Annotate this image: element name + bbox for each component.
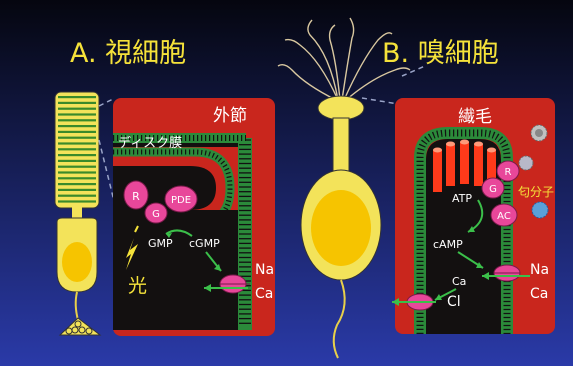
synaptic-vesicle: [65, 327, 73, 335]
transducin-label: G: [152, 209, 160, 220]
light-label: 光: [128, 275, 147, 297]
rod-disc: [58, 200, 96, 203]
pde-label: PDE: [171, 195, 191, 206]
rhodopsin: [123, 180, 149, 210]
microtubule: [474, 144, 483, 186]
rod-disc: [58, 107, 96, 110]
cl-label: Cl: [447, 294, 461, 310]
synaptic-vesicle: [78, 326, 86, 334]
olfactory-nucleus: [311, 190, 371, 266]
rod-disc: [58, 183, 96, 186]
microtubule-bundle: [433, 139, 496, 192]
microtubule: [446, 144, 455, 186]
panel-a-outer-segment: 外節 ディスク膜 R G PDE GMP cGMP 光 Na Ca: [113, 98, 275, 336]
cilium-membrane: [414, 127, 513, 334]
rod-disc: [58, 101, 96, 104]
cilia-label: 繊毛: [458, 107, 492, 127]
odorant-molecule: [530, 124, 548, 142]
rod-disc: [58, 142, 96, 145]
microtubule: [487, 150, 496, 192]
microtubule-end: [446, 141, 455, 147]
rod-disc: [58, 188, 96, 191]
odorant-molecule: [531, 201, 549, 219]
adenylyl-cyclase: [490, 203, 518, 227]
camp-label: cAMP: [433, 238, 463, 251]
title-a: A. 視細胞: [70, 38, 186, 69]
panel-b-cilium: 繊毛 匂分子 R G AC ATP cAMP Na Ca Ca: [392, 98, 555, 334]
rod-connecting-cilium: [72, 206, 82, 222]
rod-disc: [58, 154, 96, 157]
transducin: [144, 202, 168, 224]
gmp-label: GMP: [148, 237, 173, 250]
olfactory-dendrite: [332, 117, 350, 177]
rod-disc: [58, 171, 96, 174]
rod-disc: [58, 125, 96, 128]
microtubule-end: [487, 147, 496, 153]
rod-disc: [58, 165, 96, 168]
rod-disc: [58, 96, 96, 99]
g-olf: [481, 177, 505, 199]
microtubule: [460, 142, 469, 184]
disk-membrane-label: ディスク膜: [118, 135, 182, 151]
microtubule: [433, 150, 442, 192]
rod-disc: [58, 148, 96, 151]
olfactory-neuron: [277, 17, 411, 359]
rod-disc: [58, 177, 96, 180]
cytoplasm-a: [113, 229, 238, 330]
microtubule-end: [460, 139, 469, 145]
zoom-line: [98, 97, 116, 206]
outer-segment-label: 外節: [213, 106, 247, 126]
rod-axon: [74, 291, 79, 321]
microtubule-end: [474, 141, 483, 147]
rod-disc: [58, 194, 96, 197]
rod-disc: [58, 136, 96, 139]
rod-disc: [58, 119, 96, 122]
cgmp-to-gmp-arrow: [165, 229, 193, 237]
odorant-label: 匂分子: [518, 185, 554, 199]
odorant-molecule: [518, 155, 534, 171]
rod-disc: [58, 113, 96, 116]
odorant-receptor: [496, 160, 520, 182]
olfactory-axon: [332, 279, 346, 359]
zoom-line: [361, 65, 426, 105]
ca-label-a: Ca: [255, 286, 273, 302]
olfactory-knob: [317, 95, 365, 121]
microtubule-end: [433, 147, 442, 153]
odorant-receptor-label: R: [505, 167, 512, 178]
rod-nucleus: [62, 242, 92, 282]
pde: [164, 185, 198, 213]
na-label-b: Na: [530, 262, 549, 278]
ca-internal-label: Ca: [452, 275, 466, 288]
atp-label: ATP: [452, 192, 472, 205]
rod-disc: [58, 130, 96, 133]
synaptic-vesicle: [85, 327, 93, 335]
synaptic-vesicle: [74, 320, 82, 328]
adenylyl-cyclase-label: AC: [497, 211, 511, 222]
olfactory-cilia: [277, 17, 411, 101]
light-bolt-icon: [126, 238, 138, 270]
title-b: B. 嗅細胞: [382, 38, 499, 69]
na-label-a: Na: [255, 262, 274, 278]
rhodopsin-label: R: [132, 190, 140, 203]
rod-cell: [54, 91, 102, 336]
rod-disc: [58, 159, 96, 162]
ca-label-b: Ca: [530, 286, 548, 302]
cgmp-label: cGMP: [189, 237, 220, 250]
rod-disc-stack: [58, 96, 96, 203]
g-olf-label: G: [489, 184, 497, 195]
